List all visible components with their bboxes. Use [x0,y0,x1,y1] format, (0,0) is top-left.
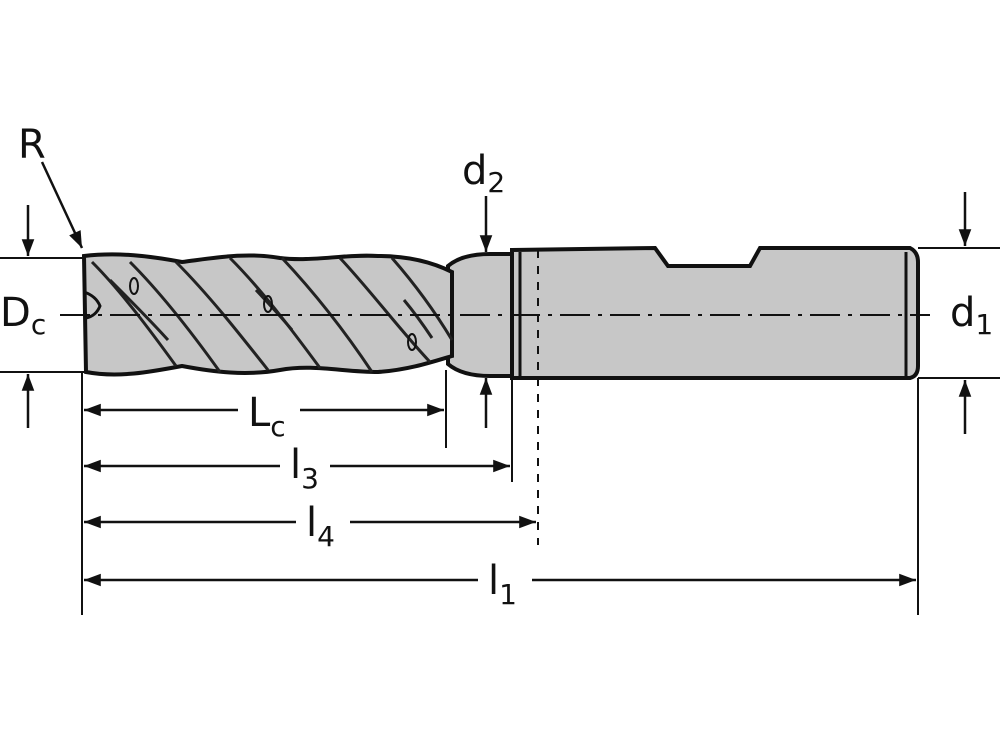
dimension-d2: d2 [462,148,505,428]
dimension-R: R [18,122,84,249]
flute-helixes [90,256,454,373]
dimension-l4: l4 [84,500,536,553]
dimension-Lc: Lc [84,390,445,443]
shank [510,245,920,380]
label-Lc: Lc [248,390,286,443]
label-R: R [18,122,46,168]
label-d2: d2 [462,148,505,199]
label-l3: l3 [290,442,319,495]
tool-body [60,245,930,380]
dimension-d1: d1 [950,192,993,434]
label-l1: l1 [488,558,517,611]
dimension-l1: l1 [84,558,916,611]
extension-lines [0,247,1000,615]
dimension-l3: l3 [84,442,511,495]
label-l4: l4 [306,500,335,553]
label-d1: d1 [950,290,993,341]
label-Dc: Dc [0,290,46,341]
dimension-Dc: Dc [0,205,46,428]
